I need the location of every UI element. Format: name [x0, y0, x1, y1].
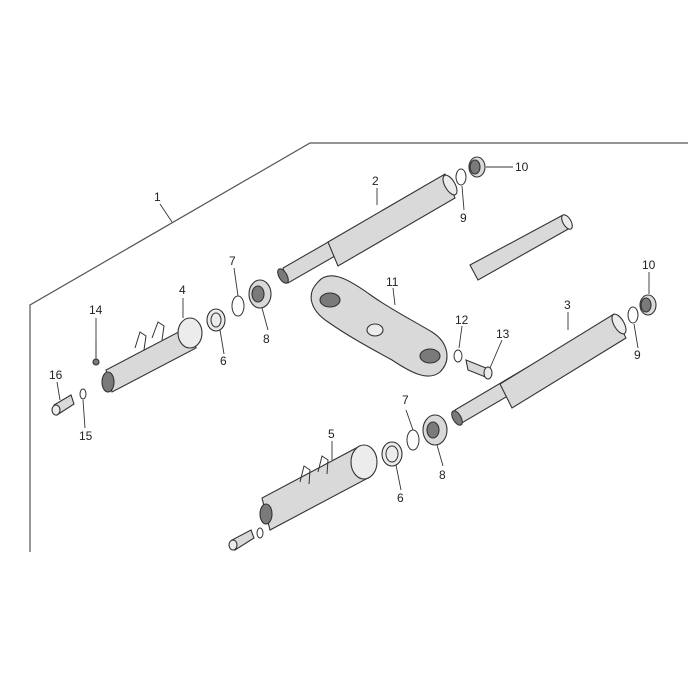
- callout-2: 2: [372, 174, 379, 188]
- callout-9a: 9: [460, 211, 467, 225]
- callout-15: 15: [79, 429, 93, 443]
- part-6-oil-seal-right: [381, 441, 403, 467]
- part-16-bolt: [51, 394, 75, 416]
- callout-9b: 9: [634, 348, 641, 362]
- callout-1: 1: [154, 190, 161, 204]
- callout-3: 3: [564, 298, 571, 312]
- callout-5: 5: [328, 427, 335, 441]
- part-11-steering-stem: [310, 214, 573, 377]
- callout-7a: 7: [229, 254, 236, 268]
- callout-4: 4: [179, 283, 186, 297]
- part-3-fork-tube-right: [451, 313, 627, 426]
- part-12-washer: [453, 349, 463, 363]
- part-9-oring-right: [627, 306, 639, 324]
- callout-14: 14: [89, 303, 103, 317]
- part-8-dust-seal-left: [248, 279, 272, 309]
- part-5-bottom-case-right: [228, 444, 378, 551]
- part-6-oil-seal-left: [206, 308, 226, 332]
- part-14-screw: [92, 342, 100, 366]
- callout-6a: 6: [220, 354, 227, 368]
- part-10-fork-cap-left: [468, 156, 486, 178]
- part-2-fork-tube-left: [277, 173, 458, 284]
- callout-8a: 8: [263, 332, 270, 346]
- part-15-washer: [79, 388, 87, 400]
- part-13-bolt: [465, 359, 493, 380]
- callout-10a: 10: [515, 160, 529, 174]
- part-4-bottom-case-left: [101, 317, 203, 393]
- callout-8b: 8: [439, 468, 446, 482]
- part-7-clip-right: [406, 429, 420, 451]
- callout-11: 11: [386, 275, 399, 289]
- callout-16: 16: [49, 368, 63, 382]
- part-10-fork-cap-right: [639, 294, 657, 316]
- callout-10b: 10: [642, 258, 656, 272]
- part-8-dust-seal-right: [422, 414, 448, 446]
- part-7-clip-left: [231, 295, 245, 317]
- callout-7b: 7: [402, 393, 409, 407]
- assembly-frame: [29, 142, 688, 552]
- leader-lines: [56, 166, 650, 491]
- callout-13: 13: [496, 327, 510, 341]
- callout-12: 12: [455, 313, 469, 327]
- part-9-oring-left: [455, 168, 467, 186]
- callout-6b: 6: [397, 491, 404, 505]
